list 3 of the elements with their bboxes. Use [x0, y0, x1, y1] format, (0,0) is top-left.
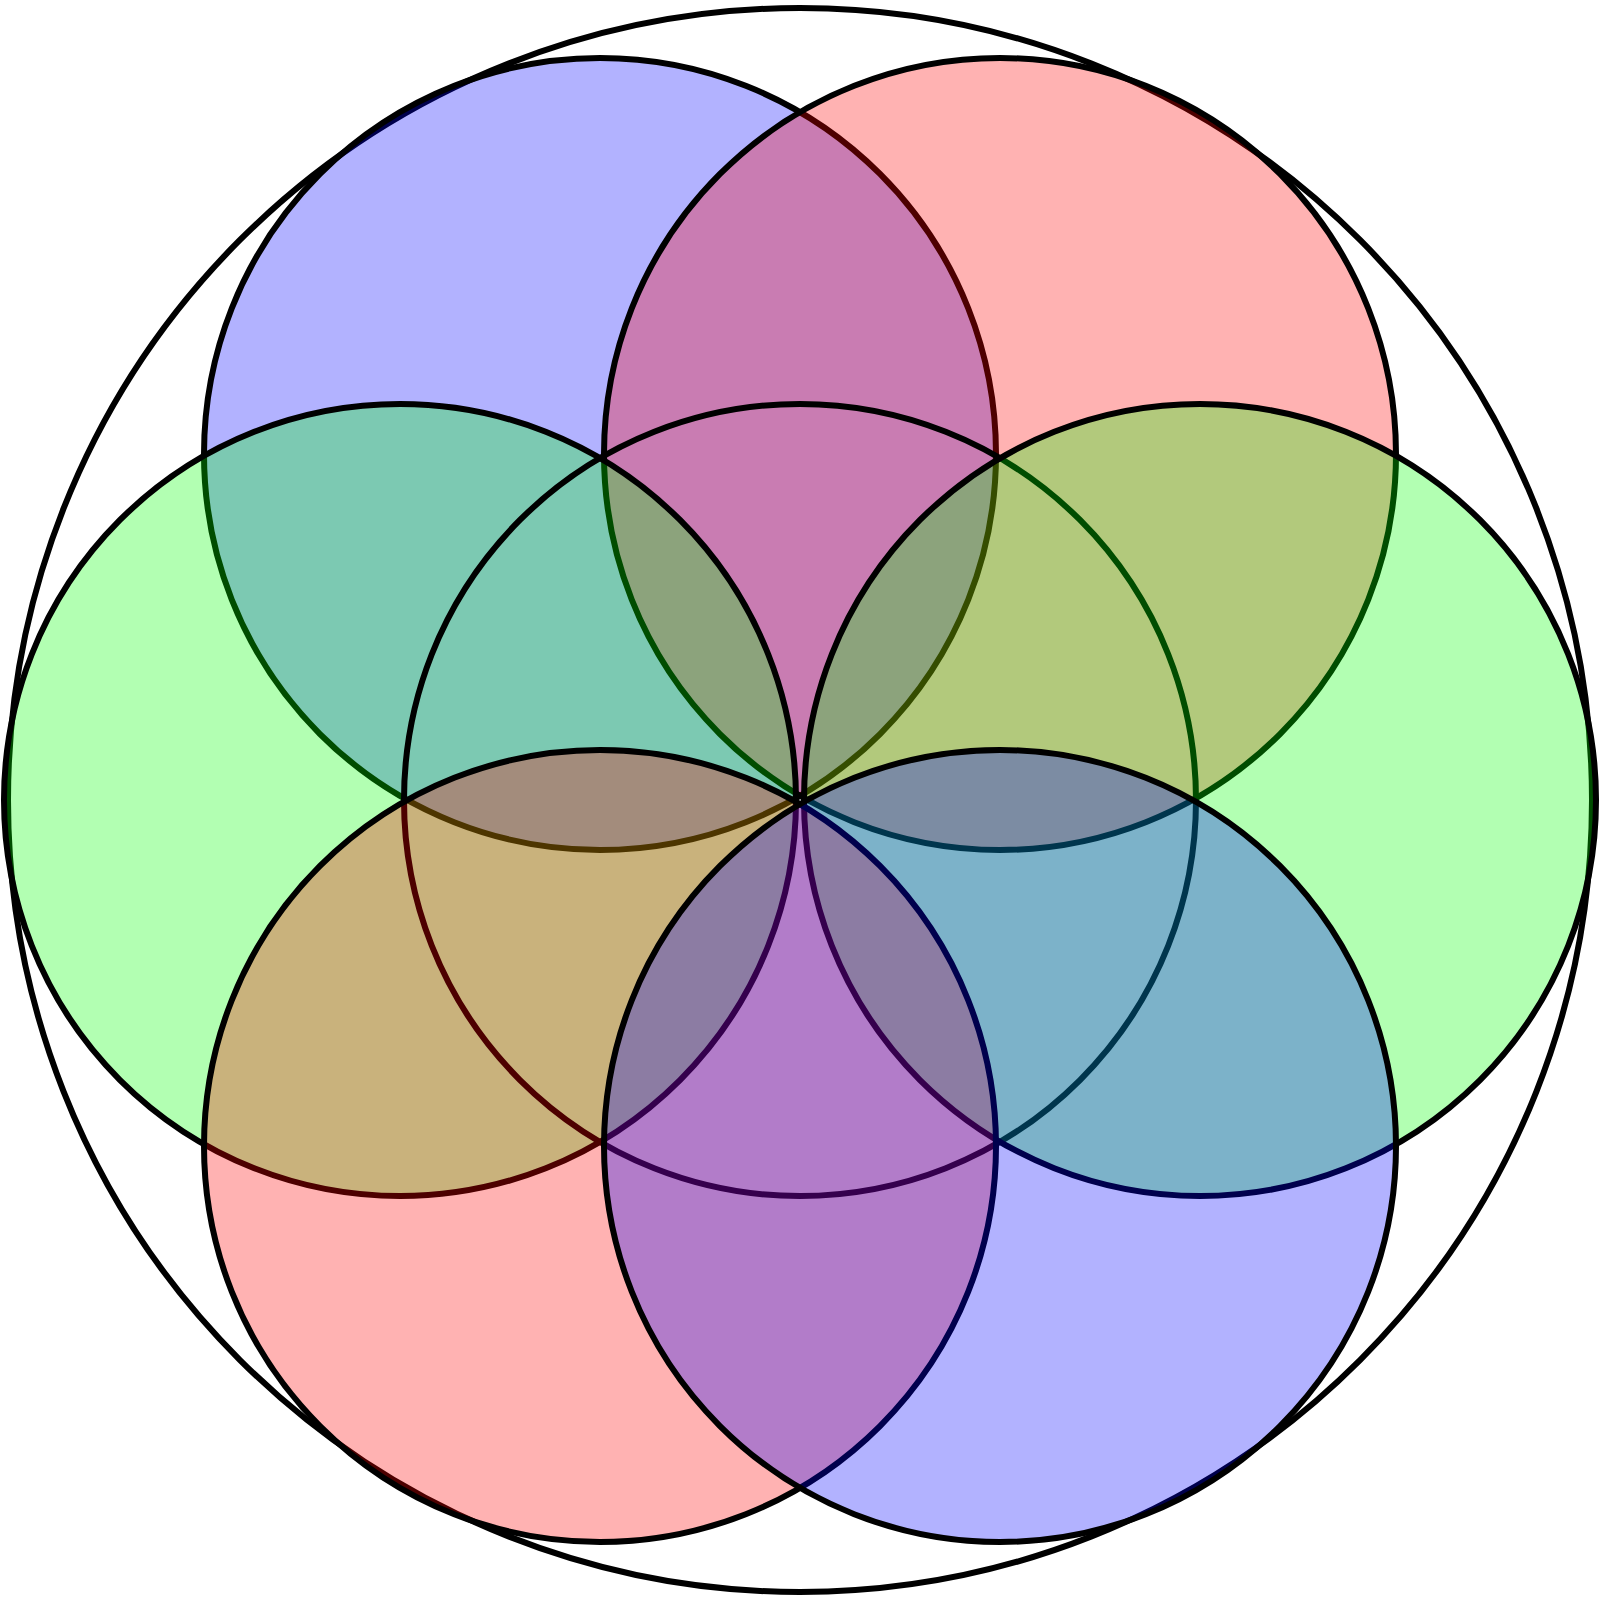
outer-circle — [5, 5, 1595, 1595]
overlapping-circle — [601, 747, 1399, 1545]
overlapping-circle — [401, 401, 1199, 1199]
